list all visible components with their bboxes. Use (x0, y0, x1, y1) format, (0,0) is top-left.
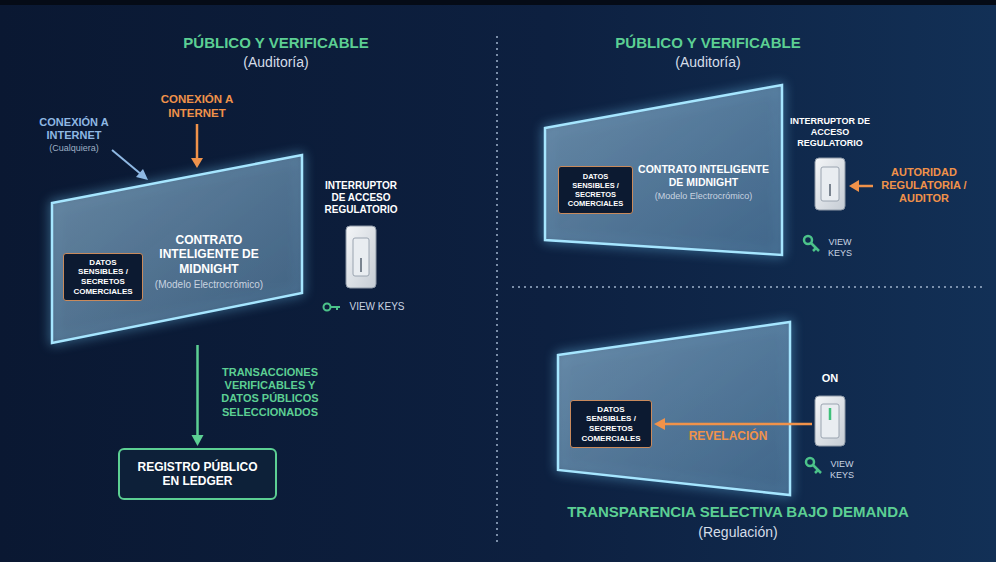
leader-arrow (112, 150, 142, 175)
panel-subtitle: (Modelo Electrocrómico) (641, 191, 766, 202)
label: PÚBLICO Y VERIFICABLE (558, 34, 858, 52)
box-text: DATOS SENSIBLES / SECRETOS COMERCIALES (562, 172, 629, 208)
leader-arrow (858, 185, 873, 188)
label: VIEW KEYS (342, 301, 412, 313)
divider (496, 36, 498, 542)
switch-heading: ON (812, 372, 848, 385)
arrowhead (191, 158, 203, 168)
label: TRANSPARENCIA SELECTIVA BAJO DEMANDA (518, 503, 958, 521)
label: VIEW KEYS (822, 237, 858, 259)
label: AUTORIDAD REGULATORIA / AUDITOR (876, 166, 972, 206)
box-text: DATOS SENSIBLES / SECRETOS COMERCIALES (67, 258, 139, 296)
glass-contract-panel: CONTRATO INTELIGENTE DE MIDNIGHT (Modelo … (545, 85, 782, 255)
box-text: REGISTRO PÚBLICO EN LEDGER (128, 460, 267, 489)
switch-heading: INTERRUPTOR DE ACCESO REGULATORIO (318, 180, 404, 216)
key-icon (806, 458, 821, 473)
label: (Auditoría) (126, 54, 426, 71)
label: (Cualquiera) (28, 143, 120, 154)
label: VIEW KEYS (824, 459, 860, 481)
leader-arrow (196, 124, 199, 160)
switch-heading: INTERRUPTOR DE ACCESO REGULATORIO (790, 116, 870, 148)
connector (663, 423, 812, 426)
panel-subtitle: (Modelo Electrocrómico) (142, 279, 276, 291)
label: PÚBLICO Y VERIFICABLE (126, 34, 426, 52)
key-icon (324, 304, 341, 311)
arrowhead (849, 180, 859, 192)
sensitive-data-box: DATOS SENSIBLES / SECRETOS COMERCIALES (570, 400, 652, 448)
glass-contract-panel: CONTRATO INTELIGENTE DE MIDNIGHT (Modelo … (52, 155, 302, 343)
arrowhead (136, 169, 148, 180)
key-icon (804, 236, 819, 251)
divider (512, 286, 986, 288)
toggle-switch-on (815, 396, 845, 446)
label: (Auditoría) (558, 54, 858, 71)
arrowhead (654, 418, 665, 430)
toggle-switch (815, 158, 845, 210)
panel-title: CONTRATO INTELIGENTE DE MIDNIGHT (631, 163, 776, 188)
label: (Regulación) (518, 524, 958, 541)
access-switch: INTERRUPTOR DE ACCESO REGULATORIO (318, 180, 404, 292)
sensitive-data-box: DATOS SENSIBLES / SECRETOS COMERCIALES (558, 166, 633, 214)
access-switch: INTERRUPTOR DE ACCESO REGULATORIO (790, 116, 870, 212)
ledger-box: REGISTRO PÚBLICO EN LEDGER (118, 448, 277, 500)
edge-label: REVELACIÓN (672, 429, 784, 443)
connector (196, 345, 199, 437)
label: CONEXIÓN A INTERNET (152, 93, 242, 121)
edge-label: TRANSACCIONES VERIFICABLES Y DATOS PÚBLI… (214, 366, 326, 419)
label: CONEXIÓN A INTERNET (28, 116, 120, 142)
top-bar (0, 0, 996, 5)
toggle-switch (346, 226, 376, 288)
box-text: DATOS SENSIBLES / SECRETOS COMERCIALES (574, 405, 648, 443)
panel-title: CONTRATO INTELIGENTE DE MIDNIGHT (150, 233, 268, 276)
glass-panel (558, 322, 790, 495)
access-switch: ON (812, 372, 848, 448)
sensitive-data-box: DATOS SENSIBLES / SECRETOS COMERCIALES (63, 253, 143, 301)
arrowhead (192, 435, 204, 446)
